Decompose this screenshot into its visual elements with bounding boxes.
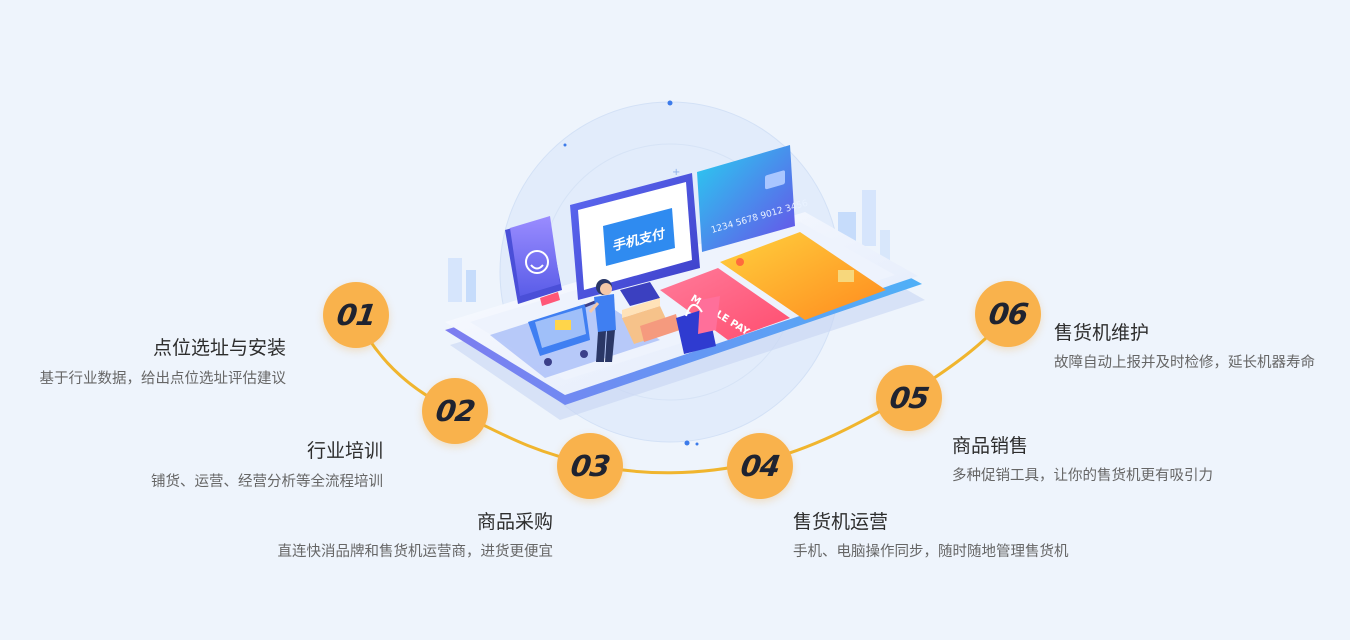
step-4-title: 售货机运营 [793, 511, 889, 533]
step-4-number-badge: 04 [727, 433, 793, 499]
step-2-number: 02 [433, 394, 477, 428]
step-1-desc: 基于行业数据，给出点位选址评估建议 [39, 371, 287, 387]
step-1-title: 点位选址与安装 [152, 337, 286, 359]
orange-card [720, 232, 886, 320]
step-2-desc: 铺货、运营、经营分析等全流程培训 [151, 474, 383, 490]
monitor [570, 173, 700, 306]
step-2-title: 行业培训 [306, 440, 383, 462]
step-3-number: 03 [568, 449, 612, 483]
person [588, 279, 616, 362]
step-3-number-badge: 03 [557, 433, 623, 499]
cart [528, 298, 601, 366]
phone [505, 216, 562, 306]
blue-card: 1234 5678 9012 3456 [697, 145, 809, 252]
step-6-title: 售货机维护 [1054, 322, 1150, 344]
step-1-number: 01 [334, 298, 378, 332]
step-6-desc: 故障自动上报并及时检修，延长机器寿命 [1054, 355, 1315, 371]
step-6-number: 06 [986, 297, 1030, 331]
step-3-desc: 直连快消品牌和售货机运营商，进货更便宜 [277, 544, 554, 560]
step-5-title: 商品销售 [952, 435, 1029, 457]
step-4-number: 04 [738, 449, 782, 483]
step-5-number: 05 [887, 381, 931, 415]
step-3-title: 商品采购 [476, 511, 553, 533]
svg-text:+: + [672, 167, 680, 178]
step-5-desc: 多种促销工具，让你的售货机更有吸引力 [952, 468, 1213, 484]
step-4-desc: 手机、电脑操作同步，随时随地管理售货机 [793, 544, 1069, 560]
step-6-number-badge: 06 [975, 281, 1041, 347]
step-1-number-badge: 01 [323, 282, 389, 348]
step-2-number-badge: 02 [422, 378, 488, 444]
step-5-number-badge: 05 [876, 365, 942, 431]
